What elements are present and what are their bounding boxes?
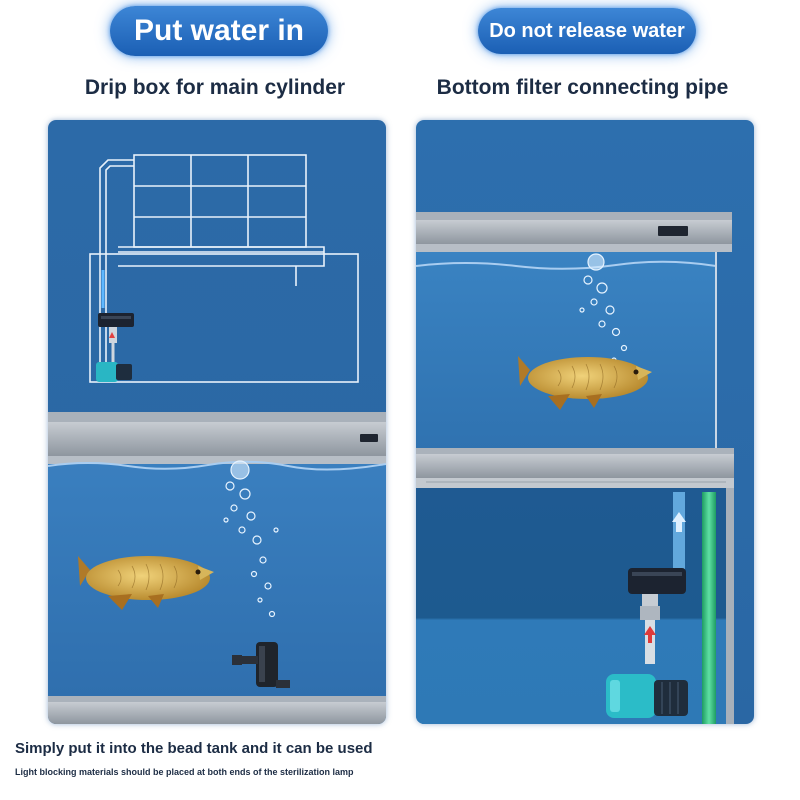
bubbles-icon <box>579 253 633 373</box>
usage-caption: Simply put it into the bead tank and it … <box>15 740 373 757</box>
filter-unit-diagram <box>98 313 134 362</box>
put-water-in-badge: Put water in <box>110 6 328 56</box>
sterilizer-lamp-icon <box>232 642 290 688</box>
drip-box-diagram <box>89 154 359 383</box>
arrowana-fish-icon <box>518 356 652 410</box>
light-blocking-note: Light blocking materials should be place… <box>15 767 354 777</box>
water-pipe <box>702 492 716 724</box>
up-arrow-icon <box>644 626 656 643</box>
water-pump-icon <box>606 674 688 718</box>
drip-box-subtitle: Drip box for main cylinder <box>84 76 346 99</box>
arrowana-fish-icon <box>78 556 214 610</box>
up-arrow-icon <box>672 512 686 532</box>
do-not-release-water-badge: Do not release water <box>478 8 696 54</box>
bubbles-icon <box>223 460 279 618</box>
bottom-filter-illustration <box>416 120 754 724</box>
filter-unit <box>628 568 686 664</box>
drip-box-illustration <box>48 120 386 724</box>
bottom-filter-subtitle: Bottom filter connecting pipe <box>436 76 729 99</box>
water-pump-icon <box>96 362 132 382</box>
